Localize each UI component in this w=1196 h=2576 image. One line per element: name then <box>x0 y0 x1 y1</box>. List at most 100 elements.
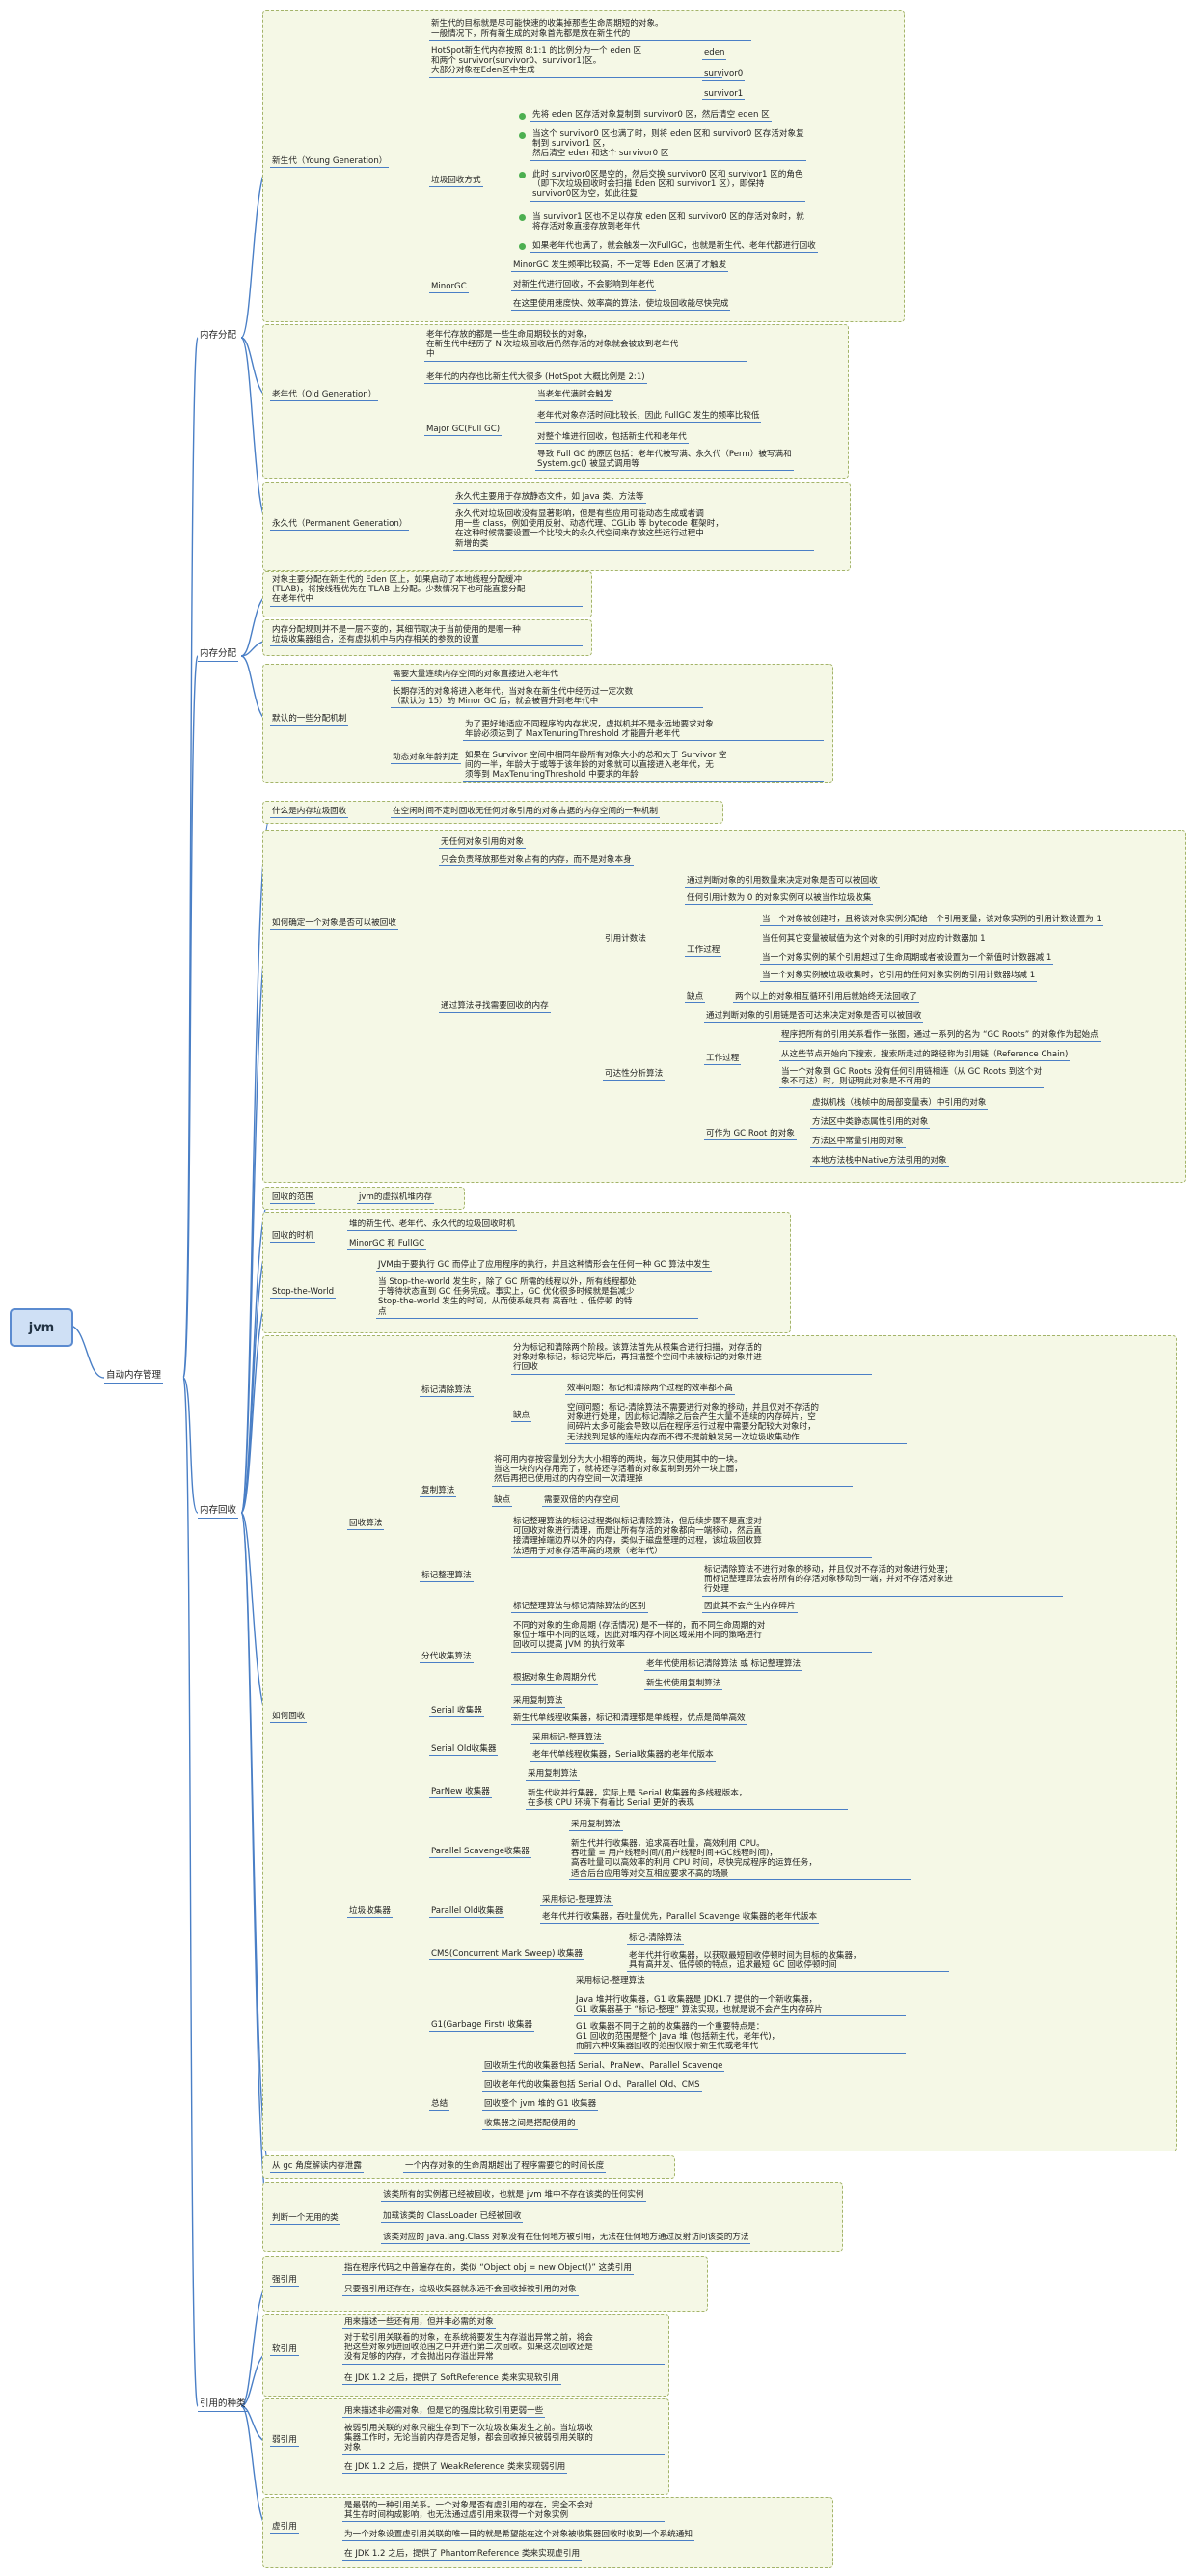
cms-1: 标记-清除算法 <box>627 1933 684 1946</box>
perm-label[interactable]: 永久代（Permanent Generation） <box>270 519 410 532</box>
old-desc: 老年代存放的都是一些生命周期较长的对象， 在新生代中经历了 N 次垃圾回收后仍然… <box>424 330 747 362</box>
cp-bad[interactable]: 缺点 <box>492 1495 513 1508</box>
reach-work[interactable]: 工作过程 <box>704 1054 742 1066</box>
stw-label[interactable]: Stop-the-World <box>270 1287 337 1300</box>
policy-dynamic[interactable]: 动态对象年龄判定 <box>391 753 461 765</box>
ms-bad-1: 效率问题：标记和清除两个过程的效率都不高 <box>565 1384 735 1396</box>
timing-label[interactable]: 回收的时机 <box>270 1231 315 1244</box>
strong-2: 只要强引用还存在，垃圾收集器就永远不会回收掉被引用的对象 <box>342 2285 579 2297</box>
group-timing <box>262 1212 791 1333</box>
ref-count[interactable]: 引用计数法 <box>603 934 648 946</box>
group-weak <box>262 2398 669 2495</box>
algo-mark-sweep[interactable]: 标记清除算法 <box>420 1385 474 1398</box>
leak-label[interactable]: 从 gc 角度解读内存泄露 <box>270 2161 364 2174</box>
young-label[interactable]: 新生代（Young Generation） <box>270 156 390 169</box>
phantom-3: 在 JDK 1.2 之后，提供了 PhantomReference 类来实现虚引… <box>342 2549 583 2562</box>
cp-bad-1: 需要双倍的内存空间 <box>542 1495 621 1508</box>
rc-work-2: 当任何其它变量被赋值为这个对象的引用时对应的计数器加 1 <box>760 934 988 946</box>
policy-default[interactable]: 默认的一些分配机制 <box>270 714 349 726</box>
old-label[interactable]: 老年代（Old Generation） <box>270 390 379 402</box>
g1-3: G1 收集器不同于之前的收集器的一个重要特点是： G1 回收的范围是整个 Jav… <box>574 2022 906 2054</box>
ps-1: 采用复制算法 <box>569 1820 623 1832</box>
reachability[interactable]: 可达性分析算法 <box>603 1069 666 1082</box>
algo-generational[interactable]: 分代收集算法 <box>420 1652 474 1664</box>
what-label[interactable]: 什么是内存垃圾回收 <box>270 807 349 819</box>
collector-serial-old[interactable]: Serial Old收集器 <box>429 1744 499 1757</box>
young-gc-step-2: 当这个 survivor0 区也满了时，则将 eden 区和 survivor0… <box>530 129 806 161</box>
link-branch-policy <box>182 655 199 1379</box>
soft-3: 在 JDK 1.2 之后，提供了 SoftReference 类来实现软引用 <box>342 2373 561 2386</box>
alive-label[interactable]: 如何确定一个对象是否可以被回收 <box>270 918 398 931</box>
ms-bad[interactable]: 缺点 <box>511 1411 532 1423</box>
scope-desc: jvm的虚拟机堆内存 <box>357 1192 435 1205</box>
old-major-gc[interactable]: Major GC(Full GC) <box>424 425 503 437</box>
algo-copy[interactable]: 复制算法 <box>420 1486 457 1498</box>
rc-work[interactable]: 工作过程 <box>685 945 722 958</box>
category-gc[interactable]: 内存回收 <box>198 1505 239 1519</box>
useless-label[interactable]: 判断一个无用的类 <box>270 2213 340 2226</box>
summary-4: 收集器之间是搭配使用的 <box>482 2119 578 2131</box>
category-references[interactable]: 引用的种类 <box>198 2398 248 2412</box>
group-scope <box>262 1187 465 1210</box>
category-memory-areas[interactable]: 内存分配 <box>198 330 239 343</box>
young-hotspot: HotSpot新生代内存按照 8:1:1 的比例分为一个 eden 区 和两个 … <box>429 46 722 78</box>
group-leak <box>262 2155 675 2179</box>
scope-label[interactable]: 回收的范围 <box>270 1192 315 1205</box>
group-policy-a <box>262 571 592 617</box>
mc-desc: 标记整理算法的标记过程类似标记清除算法，但后续步骤不是直接对 可回收对象进行清理… <box>511 1517 872 1558</box>
collector-parnew[interactable]: ParNew 收集器 <box>429 1787 492 1799</box>
young-minorgc[interactable]: MinorGC <box>429 282 469 294</box>
branch-auto-memory[interactable]: 自动内存管理 <box>104 1370 164 1384</box>
mc-diff[interactable]: 标记整理算法与标记清除算法的区别 <box>511 1602 648 1614</box>
link-branch-gc <box>182 1377 199 1514</box>
young-gc-step-1: 先将 eden 区存活对象复制到 survivor0 区，然后清空 eden 区 <box>530 110 772 123</box>
major-2: 老年代对象存活时间比较长，因此 FullGC 发生的频率比较低 <box>535 411 762 424</box>
gc-root-4: 本地方法栈中Native方法引用的对象 <box>810 1156 949 1168</box>
cms-2: 老年代并行收集器，以获取最短回收停顿时间为目标的收集器， 具有高并发、低停顿的特… <box>627 1951 949 1973</box>
ref-strong[interactable]: 强引用 <box>270 2275 299 2288</box>
weak-1: 用来描述非必需对象，但是它的强度比软引用更弱一些 <box>342 2406 546 2419</box>
how-label[interactable]: 如何回收 <box>270 1712 308 1724</box>
collectors-summary[interactable]: 总结 <box>429 2099 450 2112</box>
young-desc: 新生代的目标就是尽可能快速的收集掉那些生命周期短的对象。 一般情况下，所有新生成… <box>429 19 751 41</box>
gen-young: 新生代使用复制算法 <box>644 1679 723 1691</box>
young-eden: eden <box>702 48 727 61</box>
alive-b: 只会负责释放那些对象占有的内存，而不是对象本身 <box>439 855 634 867</box>
gc-roots[interactable]: 可作为 GC Root 的对象 <box>704 1129 797 1141</box>
serial-2: 新生代单线程收集器，标记和清理都是单线程，优点是简单高效 <box>511 1713 748 1726</box>
ref-phantom[interactable]: 虚引用 <box>270 2522 299 2535</box>
group-policy-b <box>262 619 592 656</box>
progress-icon <box>519 113 526 120</box>
young-gc-way[interactable]: 垃圾回收方式 <box>429 176 483 188</box>
gen-by-age[interactable]: 根据对象生命周期分代 <box>511 1673 598 1685</box>
rc-1: 通过判断对象的引用数量来决定对象是否可以被回收 <box>685 876 880 889</box>
group-soft <box>262 2314 669 2397</box>
ms-bad-2: 空间问题：标记-清除算法不需要进行对象的移动，并且仅对不存活的 对象进行处理，因… <box>565 1403 907 1444</box>
progress-icon <box>519 214 526 221</box>
rc-bad[interactable]: 缺点 <box>685 992 706 1004</box>
root-node[interactable]: jvm <box>10 1308 73 1347</box>
progress-icon <box>519 172 526 178</box>
rc-work-4: 当一个对象实例被垃圾收集时，它引用的任何对象实例的引用计数器均减 1 <box>760 971 1038 983</box>
strong-1: 指在程序代码之中普遍存在的，类似 “Object obj = new Objec… <box>342 2263 634 2276</box>
ref-soft[interactable]: 软引用 <box>270 2344 299 2357</box>
minor-1: MinorGC 发生频率比较高，不一定等 Eden 区满了才触发 <box>511 260 729 273</box>
collector-serial[interactable]: Serial 收集器 <box>429 1706 484 1718</box>
minor-3: 在这里使用速度快、效率高的算法，使垃圾回收能尽快完成 <box>511 299 731 312</box>
alive-a: 无任何对象引用的对象 <box>439 837 526 850</box>
timing-b: MinorGC 和 FullGC <box>347 1239 427 1251</box>
progress-icon <box>519 243 526 250</box>
parnew-1: 采用复制算法 <box>526 1769 580 1782</box>
collector-parallel-old[interactable]: Parallel Old收集器 <box>429 1906 505 1919</box>
how-algorithms[interactable]: 回收算法 <box>347 1519 385 1531</box>
collector-parallel-scavenge[interactable]: Parallel Scavenge收集器 <box>429 1847 531 1859</box>
collector-g1[interactable]: G1(Garbage First) 收集器 <box>429 2020 535 2033</box>
policy-b: 内存分配规则并不是一层不变的，其细节取决于当前使用的是哪一种 垃圾收集器组合，还… <box>270 625 583 647</box>
ref-weak[interactable]: 弱引用 <box>270 2435 299 2448</box>
alive-algo[interactable]: 通过算法寻找需要回收的内存 <box>439 1001 551 1014</box>
collector-cms[interactable]: CMS(Concurrent Mark Sweep) 收集器 <box>429 1949 584 1961</box>
algo-mark-compact[interactable]: 标记整理算法 <box>420 1571 474 1583</box>
how-collectors[interactable]: 垃圾收集器 <box>347 1906 393 1919</box>
category-memory-policy[interactable]: 内存分配 <box>198 648 239 662</box>
